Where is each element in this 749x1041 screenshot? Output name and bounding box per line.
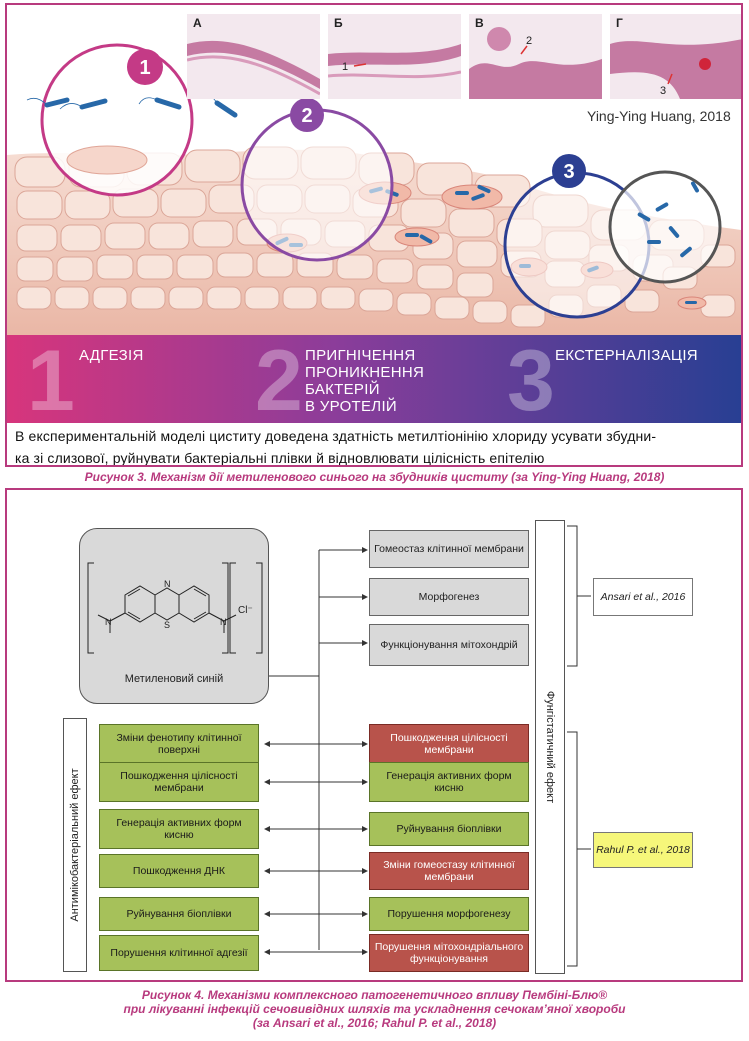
micrograph-d-tag: Г [616,16,623,30]
methylene-blue-box: N S N N Cl⁻ Метиленовий синій [79,528,269,704]
micrograph-b-mark: 1 [342,61,348,73]
stage-3-number: 3 [507,333,555,429]
micrograph-b: 1 Б [328,14,461,99]
micrograph-c: 2 В [469,14,602,99]
micrograph-c-mark: 2 [526,35,532,47]
counterion-label: Cl⁻ [238,605,253,616]
stage-2-line-2: ПРОНИКНЕННЯ [305,364,425,381]
micrograph-c-image: 2 [469,14,602,99]
stage-2-label: ПРИГНІЧЕННЯ ПРОНИКНЕННЯ БАКТЕРІЙ В УРОТЕ… [305,347,424,415]
effect-membrane-homeostasis: Гомеостаз клітинної мембрани [369,530,529,568]
caption-4-line-1: Рисунок 4. Механізми комплексного патоге… [141,988,608,1002]
left-effect-phenotype: Зміни фенотипу клітинної поверхні [99,724,259,764]
fungistatic-effect-text: Фунгістатичний ефект [544,690,556,804]
stages-band: 1 АДГЕЗІЯ 2 ПРИГНІЧЕННЯ ПРОНИКНЕННЯ БАКТ… [7,333,741,429]
micrograph-b-image: 1 [328,14,461,99]
antimicrobial-effect-text: Антимікобактеріальний ефект [69,768,81,922]
description-line-2: ка зі слизової, руйнувати бактеріальні п… [15,450,545,466]
right-effect-ros: Генерація активних форм кисню [369,762,529,802]
figure-3-caption: Рисунок 3. Механізм дії метиленового син… [84,470,665,484]
figure-4-panel: N S N N Cl⁻ Метиленовий синій Гомеостаз … [5,488,743,982]
effect-morphogenesis: Морфогенез [369,578,529,616]
stage-2-line-4: В УРОТЕЛІЙ [305,398,398,415]
antimicrobial-effect-label: Антимікобактеріальний ефект [63,718,87,972]
right-effect-mitochondria: Порушення мітохондріального функціонуван… [369,934,529,972]
figure-3-panel: 1 2 3 А 1 Б 2 В 3 Г Ying-Ying Huang, 201… [5,3,743,467]
description-line-1: В експериментальній моделі циститу довед… [15,428,657,444]
left-effect-ros: Генерація активних форм кисню [99,809,259,849]
caption-4-line-2: при лікуванні інфекцій сечовивідних шлях… [123,1002,626,1016]
left-effect-dna-damage: Пошкодження ДНК [99,854,259,888]
left-effect-biofilm: Руйнування біоплівки [99,897,259,931]
left-effect-adhesion: Порушення клітинної адгезії [99,935,259,971]
right-effect-biofilm: Руйнування біоплівки [369,812,529,846]
micrograph-a: А [187,14,320,99]
circle-number-3: 3 [563,161,574,183]
figure-3-description: В експериментальній моделі циститу довед… [15,425,735,466]
circle-number-1: 1 [139,57,150,79]
micrograph-d-mark: 3 [660,85,666,97]
micrograph-b-tag: Б [334,16,343,30]
image-credit: Ying-Ying Huang, 2018 [587,108,731,124]
right-effect-morphogenesis: Порушення морфогенезу [369,897,529,931]
figure-4-caption: Рисунок 4. Механізми комплексного патоге… [0,988,749,1030]
right-effect-membrane-homeostasis: Зміни гомеостазу клітинної мембрани [369,852,529,890]
micrograph-d: 3 Г [610,14,741,99]
left-effect-membrane-damage: Пошкодження цілісності мембрани [99,762,259,802]
micrograph-c-tag: В [475,16,484,30]
stage-3-label: ЕКСТЕРНАЛІЗАЦІЯ [555,347,698,364]
atom-s-ring: S [164,620,170,630]
effect-mitochondria: Функціонування мітохондрій [369,624,529,666]
urothelium-illustration: 1 2 3 [7,43,741,335]
stage-2-number: 2 [255,333,303,429]
caption-4-line-3: (за Ansari et al., 2016; Rahul P. et al.… [252,1016,497,1030]
stage-2-line-3: БАКТЕРІЙ [305,381,380,398]
reference-rahul: Rahul P. et al., 2018 [593,832,693,868]
stage-1-label: АДГЕЗІЯ [79,347,144,364]
atom-n-left: N [105,617,112,627]
atom-n-ring: N [164,579,171,589]
micrograph-d-image: 3 [610,14,741,99]
circle-number-2: 2 [301,105,312,127]
right-effect-membrane-damage: Пошкодження цілісності мембрани [369,724,529,764]
fungistatic-effect-label: Фунгістатичний ефект [535,520,565,974]
micrograph-a-image [187,14,320,99]
methylene-blue-structure: N S N N Cl⁻ [87,562,263,654]
methylene-blue-label: Метиленовий синій [124,673,224,685]
reference-ansari: Ansari et al., 2016 [593,578,693,616]
stage-2-line-1: ПРИГНІЧЕННЯ [305,347,416,364]
connector-lines [264,525,591,967]
micrograph-a-tag: А [193,16,202,30]
atom-n-right: N [220,617,227,627]
stage-1-number: 1 [27,333,75,429]
